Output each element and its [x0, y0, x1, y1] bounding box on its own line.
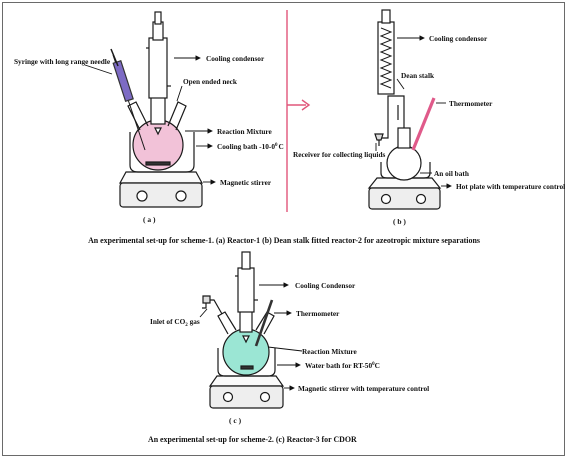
cooling-condenser-c: [237, 267, 255, 313]
panel-b-labels: Cooling condensor Dean stalk Thermometer…: [293, 34, 565, 226]
label-co2-inlet: Inlet of CO2 gas: [150, 317, 200, 328]
panel-b-tag: ( b ): [393, 217, 406, 226]
caption-scheme-1: An experimental set-up for scheme-1. (a)…: [88, 236, 480, 245]
label-cooling-condenser-b: Cooling condensor: [429, 34, 488, 43]
panel-c-tag: ( c ): [229, 416, 242, 425]
cooling-condenser-a: [148, 37, 168, 99]
figure-border: [2, 2, 565, 456]
condenser-coil: [379, 27, 393, 89]
syringe-icon: [110, 48, 146, 151]
panel-a-labels: Syringe with long range needle Cooling c…: [14, 54, 284, 224]
label-thermometer-c: Thermometer: [296, 309, 340, 318]
panel-c-leaders: [199, 282, 303, 391]
label-cooling-condenser-c: Cooling Condensor: [295, 281, 356, 290]
label-thermometer-b: Thermometer: [449, 99, 493, 108]
label-dean-stalk: Dean stalk: [401, 71, 435, 80]
reactor-2-apparatus: [367, 9, 442, 210]
label-oil-bath: An oil bath: [434, 169, 469, 178]
stirrer-knob-right-icon: [175, 190, 187, 202]
water-bath: [217, 348, 276, 377]
label-cooling-bath: Cooling bath -10-00C: [217, 142, 284, 151]
panel-c-labels: Cooling Condensor Thermometer Inlet of C…: [150, 281, 429, 425]
caption-scheme-2: An experimental set-up for scheme-2. (c)…: [148, 435, 357, 444]
label-reaction-mixture-c: Reaction Mixture: [302, 347, 358, 356]
reactor-3-apparatus: [202, 251, 285, 409]
magnetic-stirrer-c: [208, 375, 285, 409]
panel-a-tag: ( a ): [143, 215, 156, 224]
panel-a-leaders: [84, 55, 216, 185]
open-ended-neck: [167, 101, 187, 131]
hot-plate-b: [367, 177, 442, 210]
round-bottom-flask-b: [386, 145, 422, 181]
stirrer-c-knob-left-icon: [222, 391, 234, 403]
label-reaction-mixture-a: Reaction Mixture: [217, 127, 273, 136]
stirrer-knob-left-icon: [136, 190, 148, 202]
label-magnetic-stirrer-a: Magnetic stirrer: [220, 178, 272, 187]
label-open-neck: Open ended neck: [183, 77, 238, 86]
cooling-bath: [129, 132, 195, 173]
label-cooling-condenser-a: Cooling condensor: [206, 54, 265, 63]
label-magnetic-stirrer-c: Magnetic stirrer with temperature contro…: [298, 384, 429, 393]
thermometer-c: [254, 299, 274, 347]
transition-arrow-icon: [287, 99, 311, 111]
stirrer-c-knob-right-icon: [259, 391, 271, 403]
hotplate-knob-right-icon: [415, 193, 427, 205]
label-receiver: Receiver for collecting liquids: [293, 150, 386, 159]
reactor-1-apparatus: [110, 11, 204, 208]
magnetic-stirrer-a: [118, 171, 204, 208]
label-syringe: Syringe with long range needle: [14, 57, 111, 66]
label-hot-plate: Hot plate with temperature control: [456, 182, 565, 191]
thermometer-b: [411, 97, 436, 151]
hotplate-knob-left-icon: [380, 193, 392, 205]
panel-b-leaders: [375, 35, 452, 189]
label-water-bath: Water bath for RT-500C: [305, 361, 380, 370]
dean-stark-trap: [380, 95, 405, 139]
